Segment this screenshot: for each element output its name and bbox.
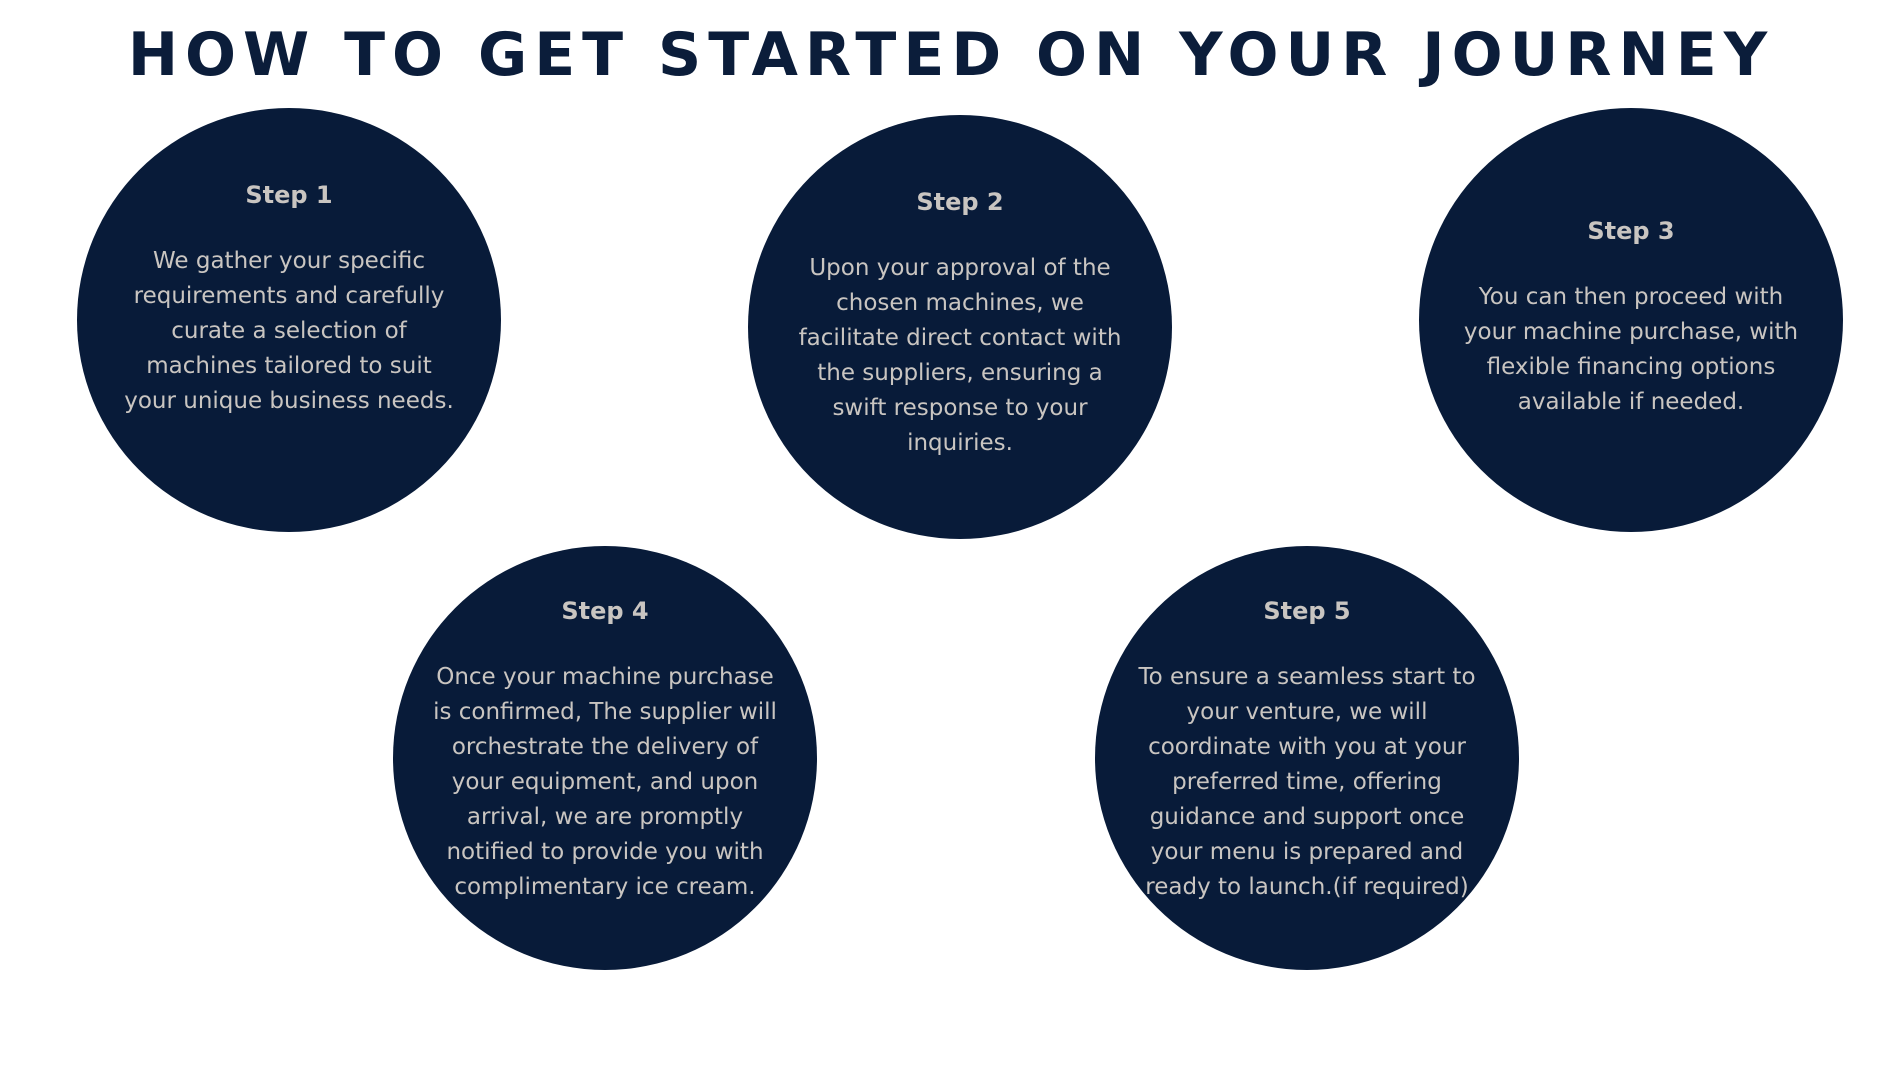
- step-5-title: Step 5: [1263, 597, 1351, 625]
- step-1-title: Step 1: [245, 181, 333, 209]
- step-3-content: Step 3 You can then proceed with your ma…: [1459, 216, 1803, 420]
- step-3-circle: Step 3 You can then proceed with your ma…: [1419, 108, 1843, 532]
- step-1-content: Step 1 We gather your specific requireme…: [117, 180, 461, 419]
- step-3-description: You can then proceed with your machine p…: [1463, 284, 1799, 415]
- step-5-circle: Step 5 To ensure a seamless start to you…: [1095, 546, 1519, 970]
- page-title: HOW TO GET STARTED ON YOUR JOURNEY: [127, 20, 1775, 90]
- step-2-description: Upon your approval of the chosen machine…: [798, 255, 1122, 456]
- step-2-content: Step 2 Upon your approval of the chosen …: [788, 187, 1132, 461]
- step-4-content: Step 4 Once your machine purchase is con…: [433, 596, 777, 905]
- step-3-title: Step 3: [1587, 217, 1675, 245]
- step-4-title: Step 4: [561, 597, 649, 625]
- step-5-description: To ensure a seamless start to your ventu…: [1138, 664, 1476, 900]
- step-2-circle: Step 2 Upon your approval of the chosen …: [748, 115, 1172, 539]
- step-1-circle: Step 1 We gather your specific requireme…: [77, 108, 501, 532]
- step-2-title: Step 2: [916, 188, 1004, 216]
- step-1-description: We gather your specific requirements and…: [124, 248, 454, 414]
- step-4-description: Once your machine purchase is confirmed,…: [433, 664, 777, 900]
- step-5-content: Step 5 To ensure a seamless start to you…: [1135, 596, 1479, 905]
- step-4-circle: Step 4 Once your machine purchase is con…: [393, 546, 817, 970]
